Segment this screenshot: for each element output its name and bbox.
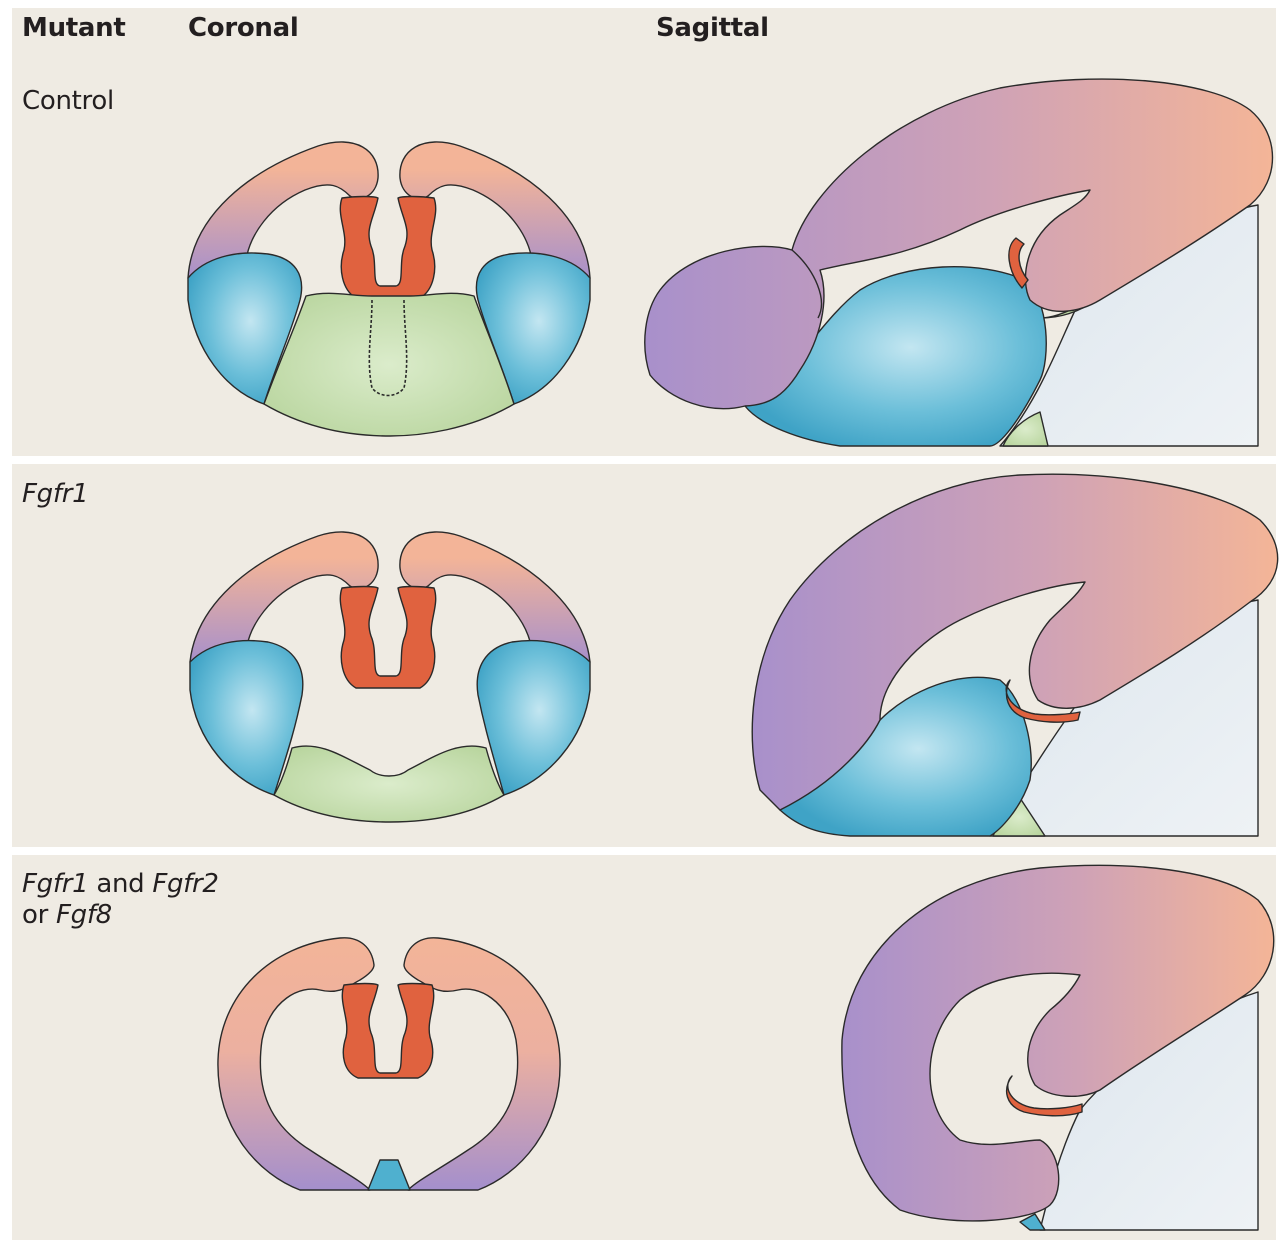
mge-green	[264, 293, 514, 436]
coronal-fgfr1-fgfr2-fgf8	[218, 938, 560, 1190]
header-coronal: Coronal	[188, 13, 299, 43]
medial-red	[340, 587, 435, 689]
row-label-fgfr1-fgfr2-fgf8: Fgfr1 and Fgfr2 or Fgf8	[22, 869, 219, 931]
conjunction-and: and	[88, 869, 152, 899]
header-mutant: Mutant	[22, 13, 126, 43]
medial-red	[340, 197, 435, 299]
sagittal-fgfr1-fgfr2-fgf8	[842, 865, 1274, 1230]
mge-green	[274, 746, 504, 822]
pallium-ring	[218, 938, 560, 1190]
gene-fgfr1: Fgfr1	[22, 869, 88, 899]
medial-red	[342, 984, 433, 1079]
gene-fgf8: Fgf8	[56, 900, 112, 930]
conjunction-or: or	[22, 900, 56, 930]
sagittal-control	[645, 79, 1273, 446]
row-label-fgfr1: Fgfr1	[22, 479, 88, 510]
header-sagittal: Sagittal	[656, 13, 769, 43]
row-label-control: Control	[22, 86, 114, 117]
coronal-fgfr1	[190, 532, 590, 822]
coronal-control	[188, 142, 590, 436]
sagittal-fgfr1	[752, 474, 1277, 836]
gene-fgfr2: Fgfr2	[152, 869, 218, 899]
blue-wedge	[368, 1160, 410, 1190]
